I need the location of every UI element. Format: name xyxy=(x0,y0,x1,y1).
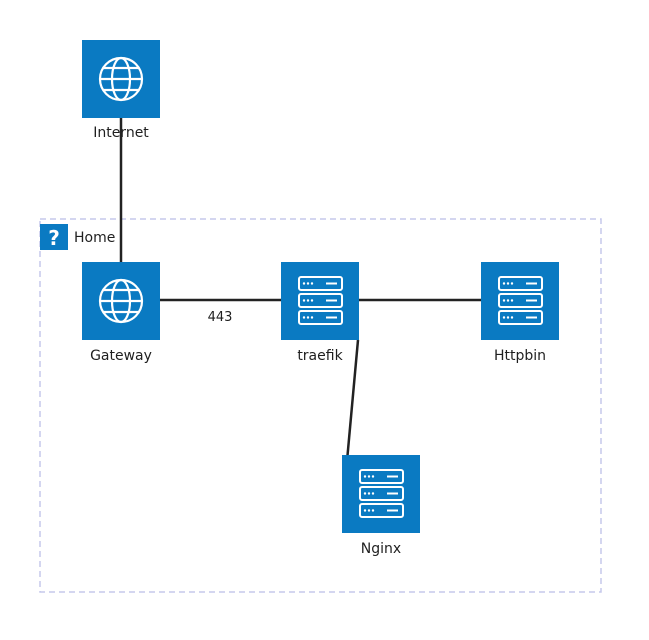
node-nginx[interactable]: Nginx xyxy=(342,455,420,557)
node-httpbin-box[interactable] xyxy=(481,262,559,340)
node-gateway-label: Gateway xyxy=(90,348,152,364)
node-traefik-box[interactable] xyxy=(281,262,359,340)
node-gateway[interactable]: Gateway xyxy=(82,262,160,364)
server-icon xyxy=(298,276,343,325)
group-label: Home xyxy=(74,230,115,246)
node-traefik[interactable]: traefik xyxy=(281,262,359,364)
group-home: ? Home xyxy=(39,218,602,593)
node-traefik-label: traefik xyxy=(297,348,343,364)
node-nginx-label: Nginx xyxy=(361,541,401,557)
node-internet-label: Internet xyxy=(93,125,149,141)
globe-icon xyxy=(98,278,144,324)
globe-icon xyxy=(98,56,144,102)
node-internet[interactable]: Internet xyxy=(82,40,160,141)
group-home-border xyxy=(39,218,602,593)
edge-label-443: 443 xyxy=(208,310,233,325)
question-mark-glyph: ? xyxy=(48,226,60,250)
question-mark-icon xyxy=(40,224,68,250)
node-httpbin-label: Httpbin xyxy=(494,348,546,364)
node-nginx-box[interactable] xyxy=(342,455,420,533)
server-icon xyxy=(359,469,404,518)
server-icon xyxy=(498,276,543,325)
node-httpbin[interactable]: Httpbin xyxy=(481,262,559,364)
